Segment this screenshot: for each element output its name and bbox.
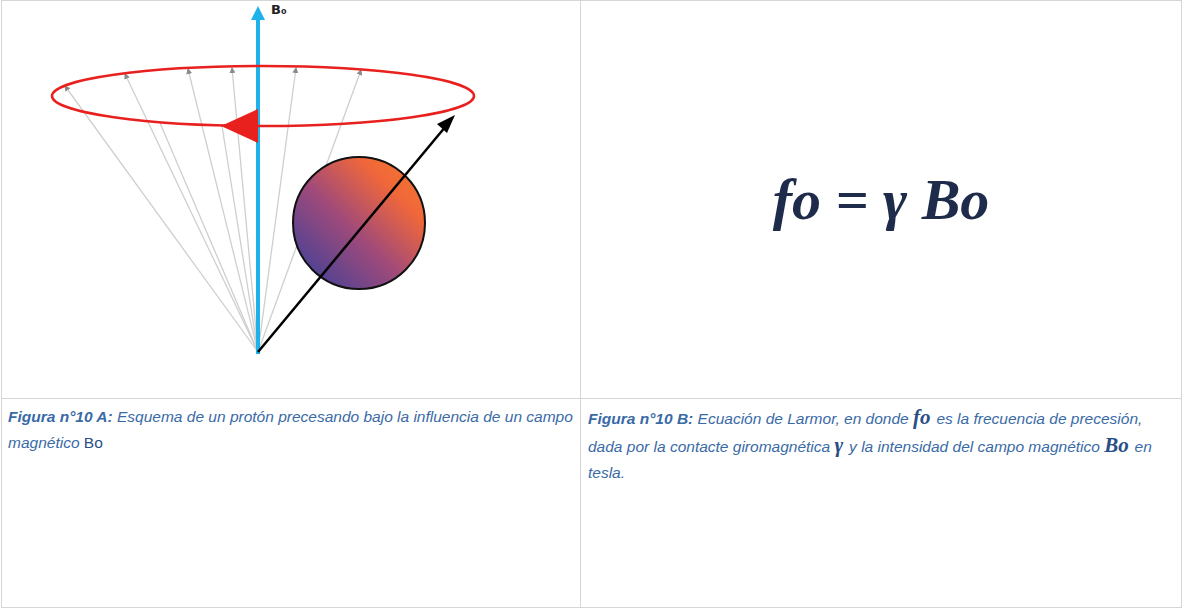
caption-text: Ecuación de Larmor, en donde xyxy=(698,410,909,427)
field-arrow xyxy=(251,6,265,354)
caption-symbol: Bo xyxy=(84,434,103,451)
equation-text: fo = γ Bo xyxy=(773,166,990,233)
caption-text: campo magnético xyxy=(978,438,1100,455)
field-label: B₀ xyxy=(271,2,287,17)
caption-symbol: Bo xyxy=(1104,433,1129,457)
caption-text: contacte giromagnética xyxy=(670,438,830,455)
caption-cell: Figura n°10 B: Ecuación de Larmor, en don… xyxy=(588,404,1176,604)
caption-symbol: γ xyxy=(834,433,843,457)
caption-symbol: fo xyxy=(913,405,931,429)
spin-vector xyxy=(258,115,455,352)
caption-text: y la intensidad del xyxy=(849,438,973,455)
equation-cell: fo = γ Bo xyxy=(584,4,1178,394)
direction-triangle xyxy=(221,109,258,143)
caption-cell: Figura n°10 A:Esquema de un protón prece… xyxy=(8,404,574,604)
precession-orbit xyxy=(52,66,474,126)
caption-heading: Figura n°10 B: xyxy=(588,410,693,427)
caption-heading: Figura n°10 A: xyxy=(8,408,113,425)
